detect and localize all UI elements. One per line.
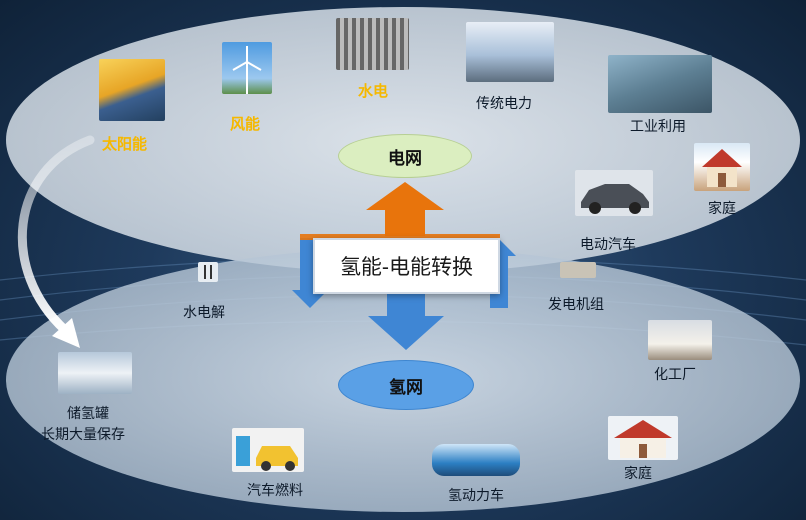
grid-node: 电网 <box>338 134 472 178</box>
industry-label: 工业利用 <box>630 119 686 135</box>
fuel-image <box>232 428 304 472</box>
fuel-label: 汽车燃料 <box>247 483 303 499</box>
storage-tank-image <box>58 352 132 394</box>
fcv-image <box>432 444 520 476</box>
electrolysis-label: 水电解 <box>183 305 225 321</box>
storage-label-line2: 长期大量保存 <box>41 427 125 443</box>
hydrogen-node: 氢网 <box>338 360 474 410</box>
home-label-upper: 家庭 <box>708 201 736 217</box>
home-label-lower: 家庭 <box>624 466 652 482</box>
up-arrow-orange <box>366 182 444 236</box>
solar-image <box>99 59 165 121</box>
traditional-power-image <box>466 22 554 82</box>
house-icon <box>702 149 742 187</box>
conversion-box: 氢能-电能转换 <box>313 238 500 294</box>
wind-image <box>222 42 272 94</box>
left-bracket-top <box>300 234 500 240</box>
chemical-plant-image <box>648 320 712 360</box>
house-icon-lower <box>614 420 672 458</box>
electrolysis-image <box>198 262 218 282</box>
hydro-label: 水电 <box>358 82 389 100</box>
generator-image <box>560 262 596 278</box>
industry-image <box>608 55 712 113</box>
fuel-car-icon <box>236 436 298 471</box>
conversion-title: 氢能-电能转换 <box>339 255 474 279</box>
ev-image <box>575 170 653 216</box>
chemical-label: 化工厂 <box>654 367 696 383</box>
storage-label-line1: 储氢罐 <box>67 406 109 422</box>
grid-node-label: 电网 <box>388 148 422 169</box>
down-arrow-blue <box>368 290 444 350</box>
home-image-upper <box>694 143 750 191</box>
wind-label: 风能 <box>230 115 261 133</box>
ev-label: 电动汽车 <box>580 237 636 253</box>
generator-label: 发电机组 <box>548 297 604 313</box>
home-image-lower <box>608 416 678 460</box>
solar-label: 太阳能 <box>102 135 148 153</box>
solar-to-storage-arrowhead <box>52 318 80 348</box>
electrolysis-icon <box>204 265 212 279</box>
solar-to-storage-arrow <box>18 135 95 335</box>
fcv-label: 氢动力车 <box>448 488 504 504</box>
wind-turbine-icon <box>232 46 262 94</box>
car-icon <box>581 184 649 214</box>
traditional-label: 传统电力 <box>476 96 532 112</box>
hydro-image <box>336 18 409 70</box>
hydrogen-node-label: 氢网 <box>389 377 423 398</box>
